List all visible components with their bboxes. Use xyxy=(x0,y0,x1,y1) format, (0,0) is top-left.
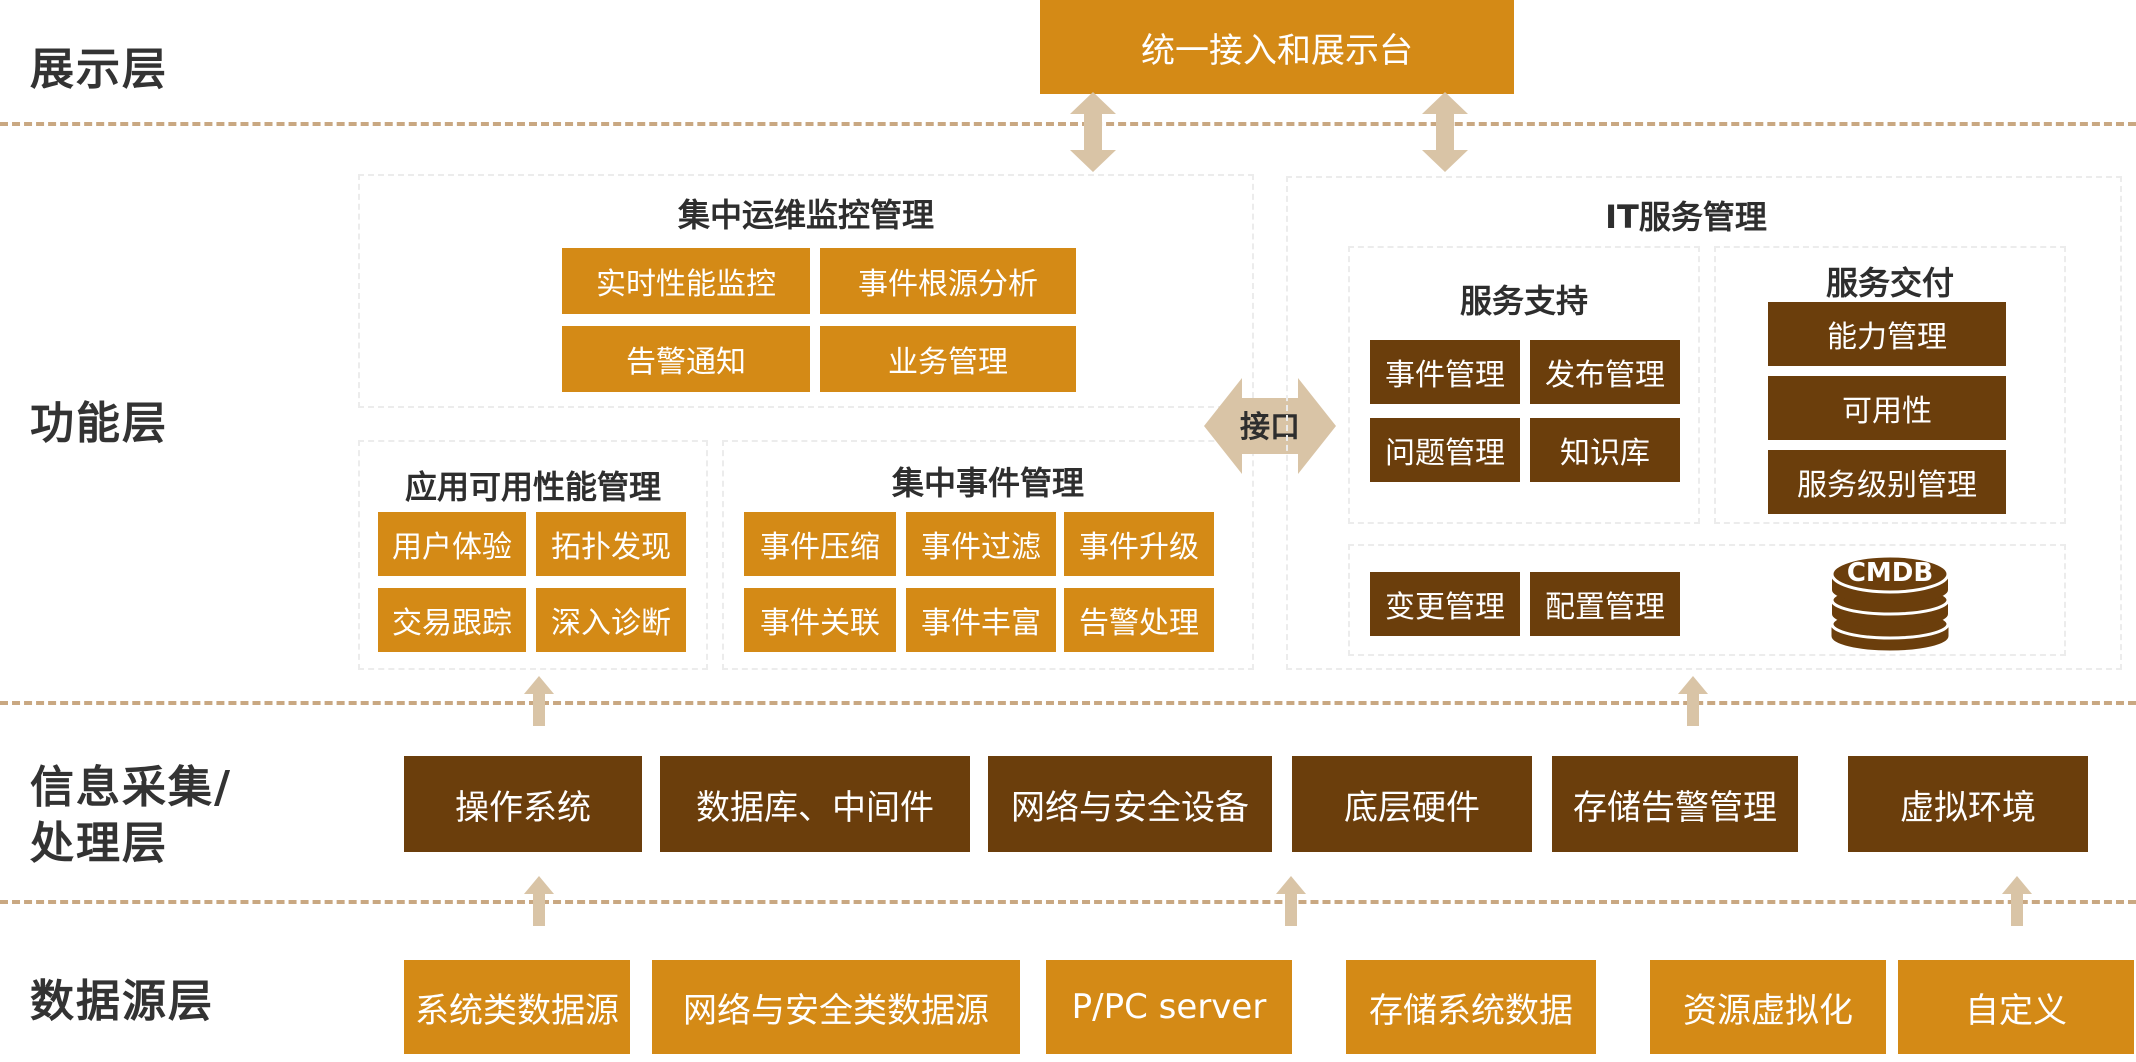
ds-pc-server-box: P/PC server xyxy=(1046,960,1292,1054)
app-perf-title: 应用可用性能管理 xyxy=(404,468,661,506)
ds-network-security-box: 网络与安全类数据源 xyxy=(652,960,1020,1054)
capacity-mgmt-box: 能力管理 xyxy=(1768,302,2006,366)
layer-label-datasource: 数据源层 xyxy=(30,976,214,1027)
interface-label: 接口 xyxy=(1240,410,1300,445)
layer-label-collection-1: 信息采集/ xyxy=(30,762,233,813)
collect-hardware-box: 底层硬件 xyxy=(1292,756,1532,852)
event-filter-box: 事件过滤 xyxy=(906,512,1056,576)
cmdb-database-icon xyxy=(1830,554,1950,651)
config-mgmt-box: 配置管理 xyxy=(1530,572,1680,636)
app-perf-panel xyxy=(358,440,708,670)
layer-label-display: 展示层 xyxy=(30,44,168,95)
config-cmdb-panel xyxy=(1348,544,2066,656)
event-root-cause-box: 事件根源分析 xyxy=(820,248,1076,314)
ds-system-box: 系统类数据源 xyxy=(404,960,630,1054)
double-arrow-icon xyxy=(1422,92,1468,172)
up-arrow-icon xyxy=(2002,876,2032,926)
layer-separator xyxy=(0,701,2136,705)
up-arrow-icon xyxy=(524,876,554,926)
it-service-panel xyxy=(1286,176,2122,670)
business-mgmt-box: 业务管理 xyxy=(820,326,1076,392)
service-support-title: 服务支持 xyxy=(1459,282,1588,320)
problem-mgmt-box: 问题管理 xyxy=(1370,418,1520,482)
change-mgmt-box: 变更管理 xyxy=(1370,572,1520,636)
service-support-panel xyxy=(1348,246,1700,524)
ds-storage-box: 存储系统数据 xyxy=(1346,960,1596,1054)
central-event-panel xyxy=(722,440,1254,670)
layer-separator xyxy=(0,122,2136,126)
deep-diagnosis-box: 深入诊断 xyxy=(536,588,686,652)
event-enrich-box: 事件丰富 xyxy=(906,588,1056,652)
incident-mgmt-box: 事件管理 xyxy=(1370,340,1520,404)
ds-resource-virtualization-box: 资源虚拟化 xyxy=(1650,960,1886,1054)
alert-notify-box: 告警通知 xyxy=(562,326,810,392)
layer-label-function: 功能层 xyxy=(30,398,168,449)
double-arrow-icon xyxy=(1070,92,1116,172)
layer-separator xyxy=(0,900,2136,904)
user-experience-box: 用户体验 xyxy=(378,512,526,576)
up-arrow-icon xyxy=(1678,676,1708,726)
unified-access-display-box: 统一接入和展示台 xyxy=(1040,0,1514,94)
event-escalate-box: 事件升级 xyxy=(1064,512,1214,576)
realtime-perf-monitor-box: 实时性能监控 xyxy=(562,248,810,314)
availability-box: 可用性 xyxy=(1768,376,2006,440)
cmdb-label: CMDB xyxy=(1846,558,1934,588)
collect-storage-alert-box: 存储告警管理 xyxy=(1552,756,1798,852)
central-ops-title: 集中运维监控管理 xyxy=(677,196,934,234)
service-level-mgmt-box: 服务级别管理 xyxy=(1768,450,2006,514)
topology-discovery-box: 拓扑发现 xyxy=(536,512,686,576)
central-ops-panel xyxy=(358,174,1254,408)
it-service-title: IT服务管理 xyxy=(1605,198,1767,236)
service-delivery-title: 服务交付 xyxy=(1825,264,1954,302)
transaction-trace-box: 交易跟踪 xyxy=(378,588,526,652)
event-correlate-box: 事件关联 xyxy=(744,588,896,652)
central-event-title: 集中事件管理 xyxy=(891,464,1084,502)
collect-db-middleware-box: 数据库、中间件 xyxy=(660,756,970,852)
up-arrow-icon xyxy=(1276,876,1306,926)
alert-handle-box: 告警处理 xyxy=(1064,588,1214,652)
layer-label-collection-2: 处理层 xyxy=(30,818,168,869)
collect-os-box: 操作系统 xyxy=(404,756,642,852)
up-arrow-icon xyxy=(524,676,554,726)
ds-custom-box: 自定义 xyxy=(1898,960,2134,1054)
service-delivery-panel xyxy=(1714,246,2066,524)
knowledge-base-box: 知识库 xyxy=(1530,418,1680,482)
collect-network-security-box: 网络与安全设备 xyxy=(988,756,1272,852)
collect-virtual-env-box: 虚拟环境 xyxy=(1848,756,2088,852)
interface-double-arrow-icon xyxy=(1204,378,1336,474)
release-mgmt-box: 发布管理 xyxy=(1530,340,1680,404)
event-compress-box: 事件压缩 xyxy=(744,512,896,576)
